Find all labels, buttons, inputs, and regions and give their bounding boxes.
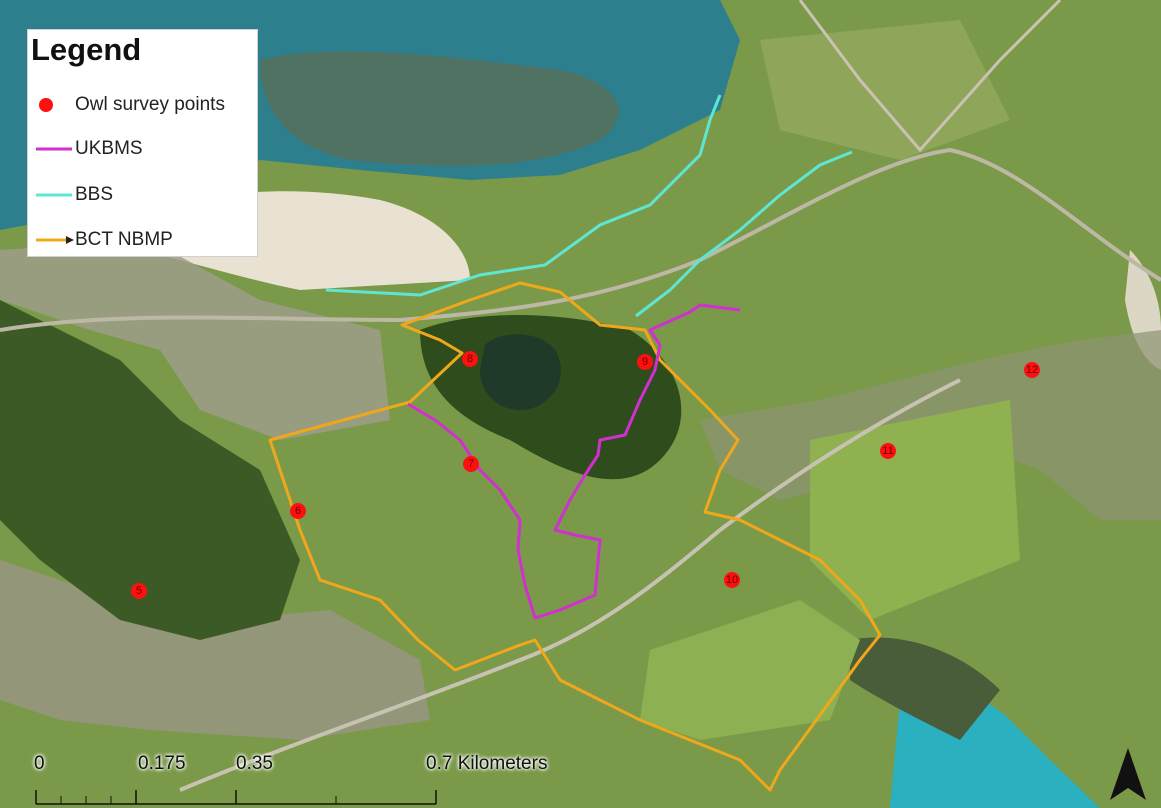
scale-label-2: 0.35 (236, 753, 273, 774)
owl-survey-point-9 (637, 354, 653, 370)
owl-survey-point-5 (131, 583, 147, 599)
scale-bar: 0 0.175 0.35 0.7 Kilometers (28, 750, 588, 808)
bbs-line-icon (36, 193, 72, 197)
road-north (798, 0, 1062, 153)
legend-item-label: Owl survey points (75, 94, 225, 115)
owl-survey-point-label-8: 8 (467, 353, 473, 365)
scale-ticks (35, 790, 437, 805)
legend-item-label: UKBMS (75, 138, 143, 159)
legend-item-bct-nbmp: BCT NBMP (28, 225, 259, 255)
owl-survey-point-7 (463, 456, 479, 472)
owl-survey-point-11 (880, 443, 896, 459)
road-south (179, 378, 961, 792)
owl-survey-point-label-7: 7 (468, 458, 474, 470)
owl-survey-point-label-11: 11 (882, 445, 893, 457)
legend-item-ukbms: UKBMS (28, 134, 259, 164)
owl-survey-point-10 (724, 572, 740, 588)
bbs-route (325, 94, 853, 318)
woodland-coast (850, 637, 1000, 740)
legend: Legend Owl survey points UKBMS BBS BCT N… (27, 29, 258, 257)
ukbms-route (407, 303, 741, 620)
owl-survey-point-label-6: 6 (295, 505, 301, 517)
owl-survey-point-12 (1024, 362, 1040, 378)
legend-item-label: BBS (75, 184, 114, 205)
owl-survey-point-label-12: 12 (1026, 364, 1038, 376)
legend-title: Legend (31, 32, 142, 67)
north-arrow-icon (1110, 748, 1146, 800)
bbs-line-east (635, 150, 853, 318)
red-dot-icon (39, 98, 53, 112)
woodland-west (0, 300, 300, 640)
scale-label-3: 0.7 Kilometers (426, 753, 548, 774)
road-coastal (0, 147, 1161, 332)
owl-survey-point-label-9: 9 (642, 356, 648, 368)
scale-label-0: 0 (34, 753, 45, 774)
scale-label-1: 0.175 (138, 753, 186, 774)
shallow-reef (260, 51, 619, 166)
bct-arrow-line-icon (36, 236, 74, 244)
ukbms-line-icon (36, 147, 72, 151)
owl-survey-point-label-5: 5 (136, 585, 142, 597)
survey-points: 5 6 7 8 9 10 11 12 (131, 351, 1040, 599)
legend-item-label: BCT NBMP (75, 229, 173, 250)
owl-survey-point-label-10: 10 (726, 574, 738, 586)
owl-survey-point-8 (462, 351, 478, 367)
field-north (760, 20, 1010, 160)
village-west (0, 240, 390, 440)
field-south (640, 600, 860, 740)
lake (480, 334, 561, 411)
legend-item-owl-survey-points: Owl survey points (28, 90, 259, 120)
owl-survey-point-6 (290, 503, 306, 519)
field-east (810, 400, 1020, 620)
bbs-line-west (325, 94, 722, 297)
legend-item-bbs: BBS (28, 180, 259, 210)
